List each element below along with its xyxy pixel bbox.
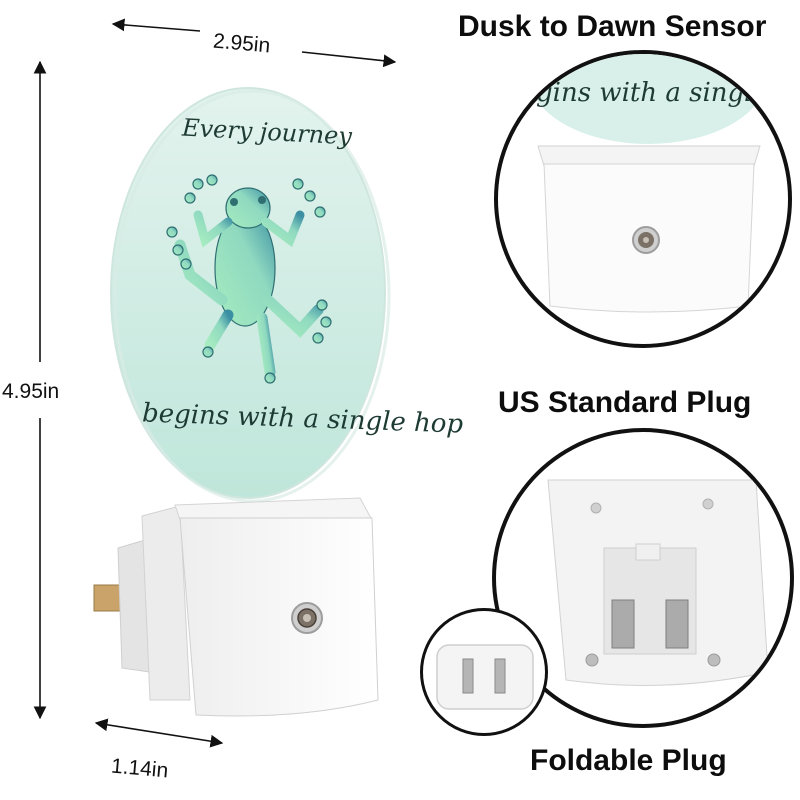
sensor-zoom-art (528, 54, 768, 313)
depth-arrow (94, 718, 224, 748)
housing-side (141, 505, 191, 701)
foldable-plug-art (436, 644, 534, 710)
width-arrow-left (111, 18, 201, 32)
sensor-zoom-circle: gins with a single h (494, 50, 792, 348)
width-arrow-right (301, 51, 397, 68)
sensor-heading: Dusk to Dawn Sensor (458, 10, 767, 43)
foldable-heading: Foldable Plug (530, 744, 727, 777)
sensor-zoom-quote: gins with a single h (536, 78, 792, 108)
plug-back-art (547, 479, 769, 686)
lamp-panel-edge (113, 89, 391, 503)
foldable-plug-circle (420, 608, 548, 736)
height-label: 4.95in (2, 380, 60, 403)
frog-illustration (166, 174, 332, 384)
side-plug-prong (93, 584, 121, 612)
plug-zoom-circle (492, 428, 794, 728)
plug-heading: US Standard Plug (498, 386, 752, 419)
housing-bezel (174, 497, 373, 521)
housing-front (179, 517, 379, 717)
